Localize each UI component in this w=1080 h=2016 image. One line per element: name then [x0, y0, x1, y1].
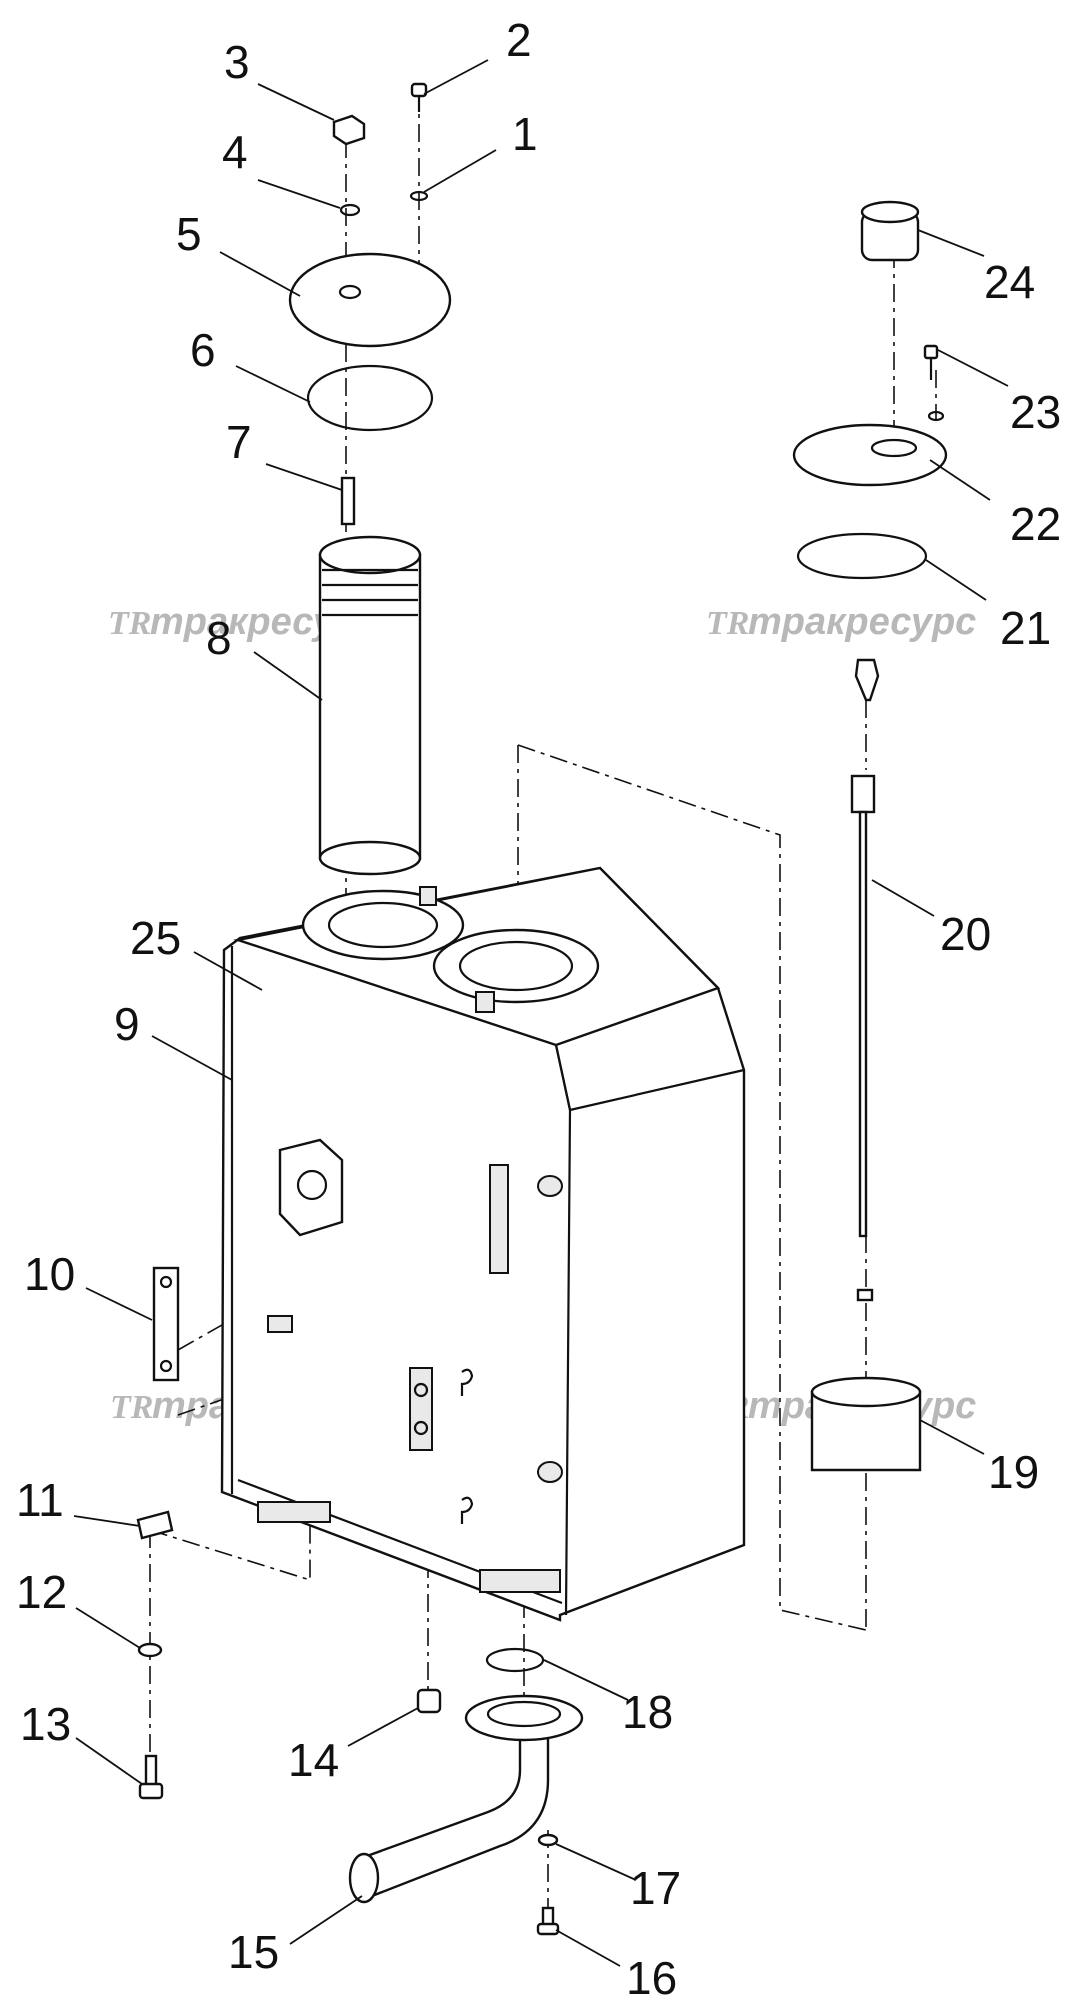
part-24-sender: [860, 200, 920, 262]
part-3-nut: [332, 114, 366, 146]
part-17-washer: [537, 1833, 559, 1847]
label-1: 1: [512, 108, 538, 160]
part-labels: 1 2 3 4 5 6 7 8 9 10 11 12 13 14 15 16 1…: [16, 14, 1061, 2004]
part-15-elbow-pipe: [348, 1694, 584, 1904]
label-25: 25: [130, 912, 181, 964]
svg-text:TR: TR: [706, 605, 749, 642]
part-16-bolt: [536, 1906, 560, 1936]
part-1-washer: [409, 190, 429, 202]
label-5: 5: [176, 208, 202, 260]
part-6-oring: [306, 364, 434, 432]
part-2-bolt: [410, 82, 428, 112]
label-6: 6: [190, 324, 216, 376]
part-18-oring: [485, 1647, 545, 1673]
watermark-top-right: TR тракресурс: [706, 601, 976, 643]
part-7-pin: [340, 476, 356, 526]
label-24: 24: [984, 256, 1035, 308]
part-5-cover: [288, 252, 452, 348]
label-7: 7: [226, 416, 252, 468]
part-14-plug: [416, 1688, 442, 1714]
label-11: 11: [16, 1474, 64, 1526]
part-22-flange: [792, 423, 948, 487]
tank-body: [220, 866, 746, 1622]
label-20: 20: [940, 908, 991, 960]
part-4-washer: [339, 203, 361, 217]
label-19: 19: [988, 1446, 1039, 1498]
part-21-oring: [796, 532, 928, 580]
part-10-bracket: [152, 1266, 180, 1382]
label-3: 3: [224, 36, 250, 88]
part-12-washer: [137, 1642, 163, 1658]
leader-lines: [73, 59, 1009, 1967]
label-12: 12: [16, 1566, 67, 1618]
label-17: 17: [630, 1862, 681, 1914]
part-8-filter: [318, 535, 422, 876]
label-10: 10: [24, 1248, 75, 1300]
label-21: 21: [1000, 602, 1051, 654]
label-16: 16: [626, 1952, 677, 2004]
part-23-bolt: [923, 344, 945, 422]
part-11-clip: [136, 1510, 174, 1540]
label-23: 23: [1010, 386, 1061, 438]
part-13-bolt: [138, 1754, 164, 1800]
label-9: 9: [114, 998, 140, 1050]
label-14: 14: [288, 1734, 339, 1786]
part-19-float: [810, 1376, 922, 1472]
label-22: 22: [1010, 498, 1061, 550]
label-18: 18: [622, 1686, 673, 1738]
part-20-rod: [850, 658, 880, 1302]
label-8: 8: [206, 612, 232, 664]
svg-text:TR: TR: [110, 1389, 153, 1426]
label-13: 13: [20, 1698, 71, 1750]
label-2: 2: [506, 14, 532, 66]
svg-text:TR: TR: [108, 605, 151, 642]
label-4: 4: [222, 126, 248, 178]
svg-text:тракресурс: тракресурс: [748, 601, 976, 643]
label-15: 15: [228, 1926, 279, 1978]
